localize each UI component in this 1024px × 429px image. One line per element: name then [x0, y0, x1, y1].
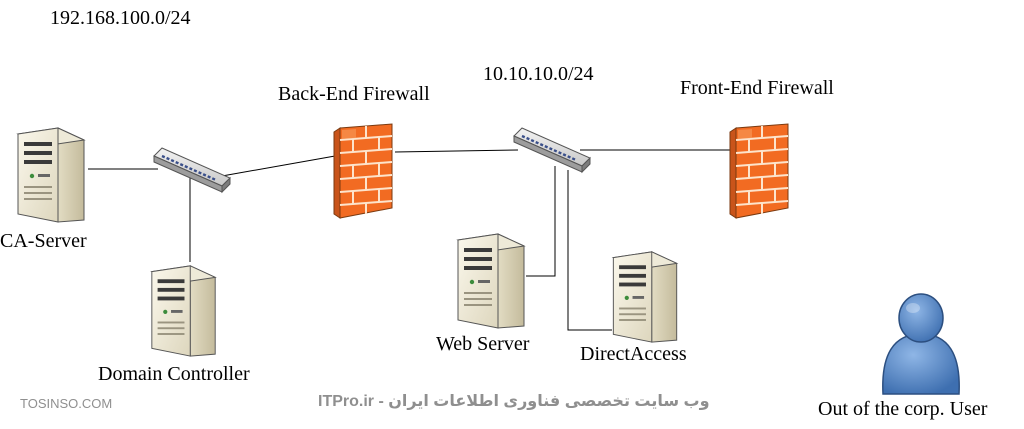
internal-subnet-label: 192.168.100.0/24 — [50, 7, 191, 29]
back-end-firewall-label: Back-End Firewall — [278, 83, 430, 105]
web-server-label: Web Server — [436, 333, 530, 355]
switch-icon — [512, 126, 592, 174]
user-icon — [882, 293, 960, 395]
firewall-icon — [333, 123, 393, 219]
domain-controller-label: Domain Controller — [98, 363, 250, 385]
server-icon — [151, 265, 216, 357]
server-icon — [17, 127, 85, 223]
link-backend-fw-to-switch — [394, 149, 519, 153]
link-switch-to-backend-fw — [221, 155, 336, 177]
ca-server-label: CA-Server — [0, 230, 87, 252]
connection-lines — [88, 149, 731, 331]
server-icon — [612, 251, 678, 343]
front-end-firewall-label: Front-End Firewall — [680, 77, 834, 99]
switch-icon — [152, 146, 232, 194]
watermark-center: ITPro.ir - وب سایت تخصصی فناوری اطلاعات … — [318, 393, 710, 410]
link-switch-to-directaccess — [567, 170, 612, 331]
perimeter-subnet-label: 10.10.10.0/24 — [483, 63, 594, 85]
watermark-left: TOSINSO.COM — [20, 396, 113, 411]
direct-access-label: DirectAccess — [580, 343, 687, 365]
firewall-icon — [729, 123, 789, 219]
link-switch-to-webserver — [526, 166, 556, 277]
server-icon — [457, 233, 525, 329]
user-label: Out of the corp. User — [818, 398, 988, 420]
